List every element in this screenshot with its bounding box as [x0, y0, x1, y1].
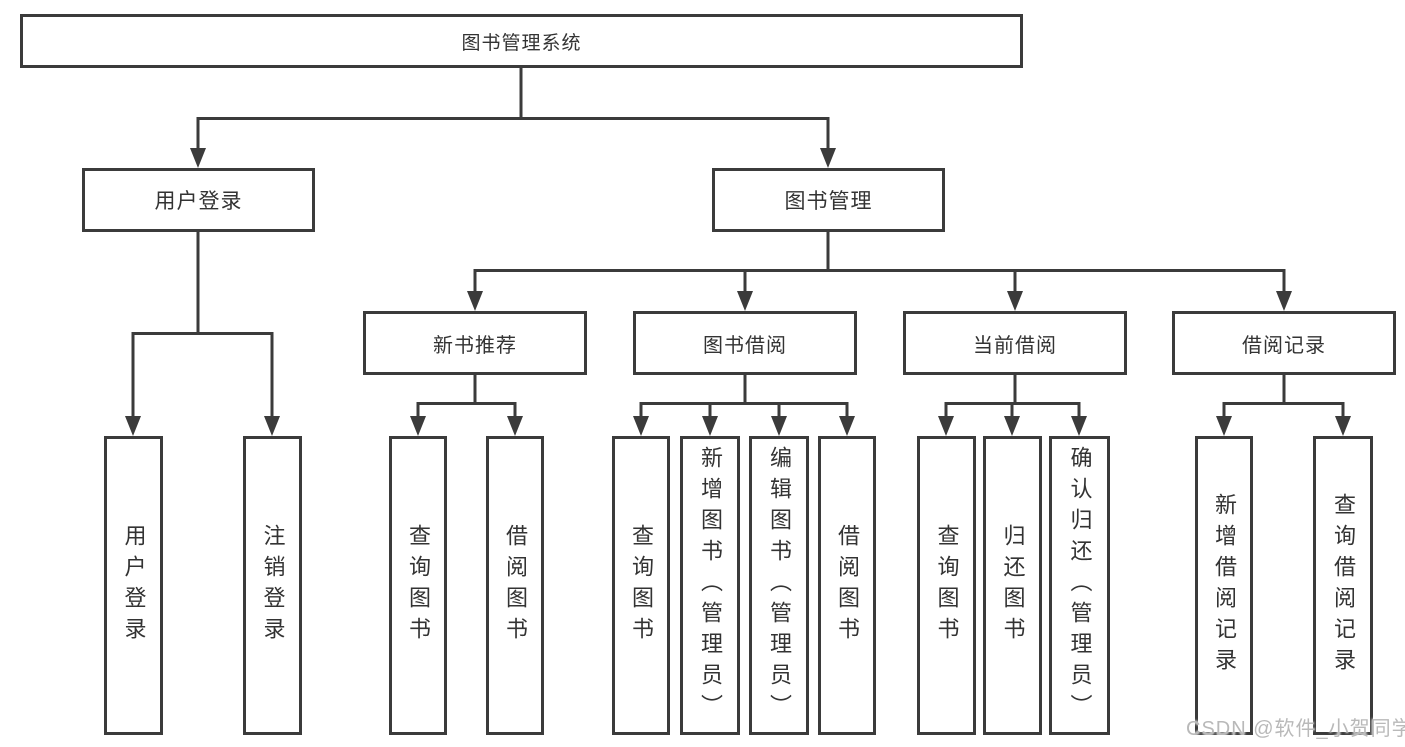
node-user-login: 用户登录	[82, 168, 315, 232]
leaf-bb-borrow-books: 借阅图书	[818, 436, 876, 735]
node-label: 确认归还（管理员）	[1067, 446, 1093, 725]
node-label: 查询图书	[934, 523, 960, 648]
node-label: 用户登录	[154, 190, 243, 213]
csdn-watermark: CSDN @软件_小贺同学	[1186, 718, 1405, 740]
node-label: 注销登录	[260, 523, 286, 648]
node-label: 图书管理系统	[461, 32, 582, 54]
leaf-cb-query-books: 查询图书	[917, 436, 976, 735]
leaf-bb-add-books-admin: 新增图书（管理员）	[680, 436, 740, 735]
node-book-management: 图书管理	[712, 168, 945, 232]
arrowheads	[125, 148, 1351, 436]
node-label: 查询图书	[629, 523, 654, 648]
node-root-system: 图书管理系统	[20, 14, 1023, 68]
leaf-nbr-borrow-books: 借阅图书	[486, 436, 544, 735]
leaf-cb-confirm-return-admin: 确认归还（管理员）	[1049, 436, 1110, 735]
leaf-user-login: 用户登录	[104, 436, 163, 735]
node-current-borrow: 当前借阅	[903, 311, 1127, 375]
node-label: 图书借阅	[703, 334, 787, 357]
node-label: 借阅图书	[835, 523, 860, 648]
leaf-bb-edit-books-admin: 编辑图书（管理员）	[749, 436, 809, 735]
node-label: 当前借阅	[973, 334, 1057, 357]
node-book-borrow: 图书借阅	[633, 311, 857, 375]
leaf-br-query-borrow-record: 查询借阅记录	[1313, 436, 1373, 735]
node-label: 编辑图书（管理员）	[767, 446, 792, 725]
leaf-br-add-borrow-record: 新增借阅记录	[1195, 436, 1253, 735]
node-new-book-recommend: 新书推荐	[363, 311, 587, 375]
node-label: 图书管理	[784, 190, 873, 213]
leaf-nbr-query-books: 查询图书	[389, 436, 447, 735]
leaf-cb-return-books: 归还图书	[983, 436, 1042, 735]
node-label: 新增借阅记录	[1212, 492, 1237, 679]
node-label: 新增图书（管理员）	[698, 446, 723, 725]
leaf-logout: 注销登录	[243, 436, 302, 735]
node-label: 用户登录	[121, 523, 147, 648]
node-borrow-records: 借阅记录	[1172, 311, 1396, 375]
node-label: 借阅记录	[1242, 334, 1326, 357]
node-label: 借阅图书	[503, 523, 528, 648]
node-label: 查询借阅记录	[1331, 492, 1356, 679]
node-label: 归还图书	[1000, 523, 1026, 648]
node-label: 新书推荐	[433, 334, 517, 357]
leaf-bb-query-books: 查询图书	[612, 436, 670, 735]
node-label: 查询图书	[406, 523, 431, 648]
